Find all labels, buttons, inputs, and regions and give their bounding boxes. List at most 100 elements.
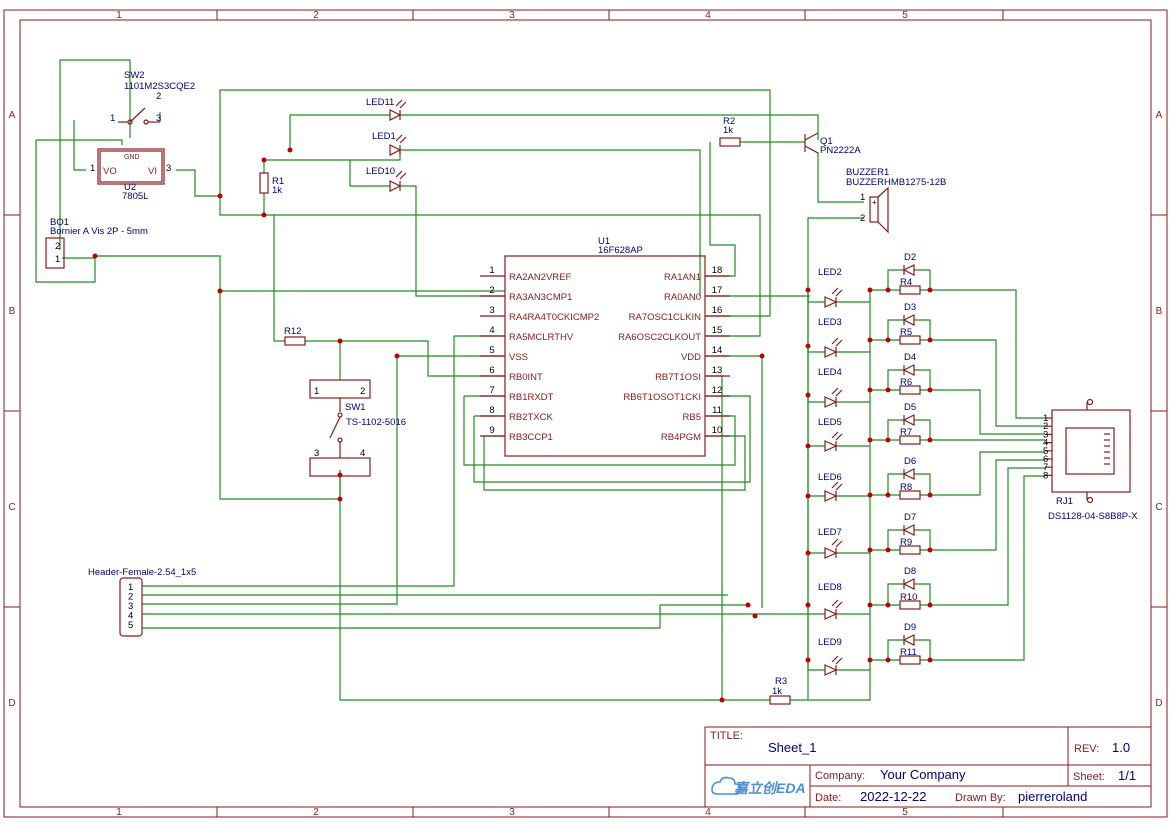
led-arrow [835,657,843,665]
resistor-symbol [899,490,921,500]
u1-pin-name: RB6T1OSOT1CKI [623,392,701,403]
sw2-pin1: 1 [110,113,115,124]
u1-pin-number: 14 [712,345,723,356]
u1-pin-number: 15 [712,325,723,336]
led-symbol [824,547,838,559]
led-arrow [835,389,843,397]
led-arrow [831,337,839,345]
resistor-label: R4 [900,277,912,288]
u1-pin-name: RA2AN2VREF [509,272,571,283]
rj1-pin-number: 3 [1043,429,1048,440]
led1-ref: LED1 [372,131,396,142]
row-d-left: D [8,698,15,709]
company-label: Company: [815,770,865,782]
led11-ref: LED11 [366,97,394,108]
u1-pin-name: RA1AN1 [664,272,701,283]
header-value: Header-Female-2.54_1x5 [88,567,196,578]
led-arrow [831,538,839,546]
led-arrow [835,540,843,548]
resistor-label: R6 [900,377,912,388]
u1-pin-name: RA6OSC2CLKOUT [618,332,701,343]
u1-pin-name: RA5MCLRTHV [509,332,574,343]
rj1-ref: RJ1 [1056,496,1073,507]
col-2-bottom: 2 [313,807,319,818]
u1-pin-number: 18 [712,265,723,276]
diode-symbol [902,414,915,426]
diode-label: D3 [904,302,916,313]
header-pin-number: 3 [128,601,133,612]
sw1-ref: SW1 [345,402,366,413]
right-led-column: LED2D2R4LED3D3R5LED4D4R6LED5D5R7LED6D6R8… [818,252,921,676]
row-c-right: C [1155,502,1162,513]
u1-pin-name: RB0INT [509,372,543,383]
u1-pin-name: RA0AN0 [664,292,701,303]
buzzer-pin2: 2 [860,213,865,224]
u2-vi-label: VI [148,166,157,177]
u1-pin-name: RA4RA4T0CKICMP2 [509,312,599,323]
led-arrow [831,431,839,439]
sw2-value: 1101M2S3CQE2 [124,81,195,92]
row-b-left: B [9,306,16,317]
sw2-pin2: 2 [156,91,161,102]
rj1-value: DS1128-04-S8B8P-X [1048,511,1138,522]
u1-pin-name: RB5 [683,412,701,423]
resistor-label: R11 [900,647,917,658]
resistor-symbol [899,545,921,555]
u1-pin-name: RB7T1OSI [655,372,701,383]
u1-pin-number: 4 [489,325,494,336]
sheet-title: Sheet_1 [768,740,816,755]
r2-resistor: R2 1k [719,116,741,147]
resistor-label: R8 [900,482,912,493]
rj1-pin-number: 8 [1043,470,1048,481]
u1-pin-name: RB3CCP1 [509,432,553,443]
sw1-pin2: 2 [360,386,365,397]
led-label: LED9 [818,637,842,648]
u2-ref: U2 [124,182,136,193]
u1-pin-name: VDD [681,352,701,363]
u1-pin-name: RB4PGM [661,432,701,443]
bo1-value: Bornier A Vis 2P - 5mm [50,226,148,237]
rj1-pin-number: 6 [1043,454,1048,465]
u1-microcontroller: U1 16F628AP 1RA2AN2VREF2RA3AN3CMP13RA4RA… [480,236,730,457]
diode-symbol [902,264,915,276]
u1-pin-number: 12 [712,385,723,396]
diode-label: D8 [904,566,916,577]
col-4-top: 4 [705,10,711,21]
u1-pin-number: 5 [489,345,494,356]
q1-ref: Q1 [820,136,833,147]
rev-label: REV: [1074,743,1099,755]
u1-pin-number: 7 [489,385,494,396]
led-arrow [835,601,843,609]
rev-value: 1.0 [1112,740,1130,755]
q1-value: PN2222A [820,145,861,156]
resistor-label: R9 [900,537,912,548]
led-label: LED2 [818,267,842,278]
header-pin-number: 2 [128,592,133,603]
resistor-symbol [899,655,921,665]
u1-pin-number: 8 [489,405,494,416]
bo1-pin2: 2 [55,241,60,252]
resistor-label: R10 [900,592,917,603]
diode-label: D9 [904,622,916,633]
sw2-ref: SW2 [124,70,145,81]
u2-gnd-label: GND [124,154,140,161]
row-b-right: B [1156,306,1163,317]
rj1-pin-number: 4 [1043,438,1048,449]
bo1-ref: BO1 [50,217,69,228]
diode-symbol [902,468,915,480]
u1-pin-name: RB2TXCK [509,412,553,423]
sw1-pin4: 4 [360,448,365,459]
resistor-symbol [899,435,921,445]
title-block: TITLE: Sheet_1 REV: 1.0 Company: Your Co… [704,726,1152,808]
row-a-left: A [9,110,16,121]
u1-pin-number: 16 [712,305,723,316]
rj1-pin-number: 7 [1043,462,1048,473]
diode-symbol [902,364,915,376]
u1-pin-number: 13 [712,365,723,376]
r1-resistor: R1 1k [259,172,284,196]
u1-pin-number: 9 [489,425,494,436]
wires [35,59,1045,701]
r3-value: 1k [772,686,782,697]
r12-ref: R12 [284,326,301,337]
